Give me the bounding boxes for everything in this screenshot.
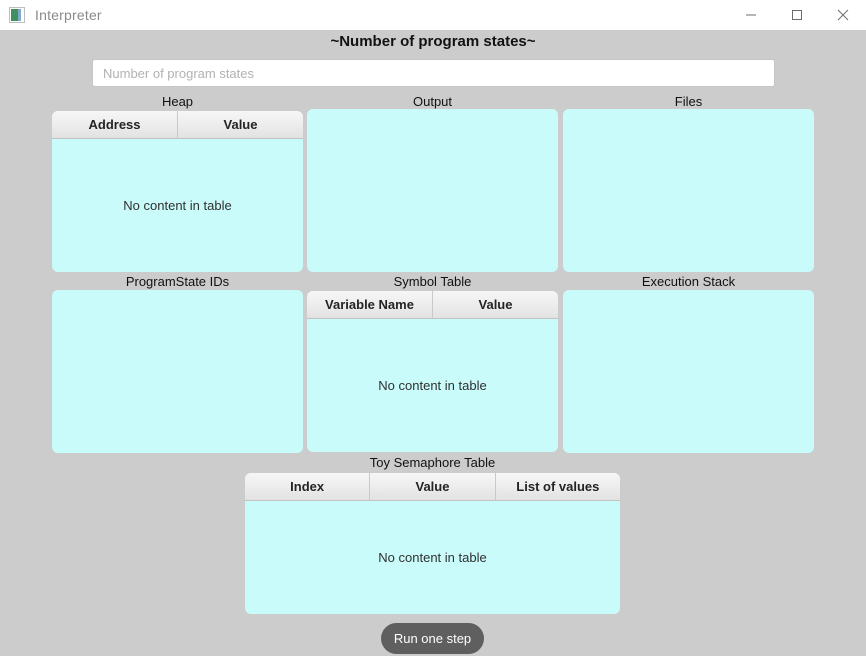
- heap-column-address[interactable]: Address: [52, 111, 178, 139]
- output-panel[interactable]: [307, 109, 558, 272]
- maximize-icon[interactable]: [774, 0, 820, 30]
- number-of-program-states-input[interactable]: [92, 59, 775, 87]
- symbol-table: Variable Name Value No content in table: [307, 291, 558, 452]
- heap-table: Address Value No content in table: [52, 111, 303, 272]
- toy-semaphore-table: Index Value List of values No content in…: [245, 473, 620, 614]
- heap-table-header: Address Value: [52, 111, 303, 139]
- program-state-ids-panel[interactable]: [52, 290, 303, 453]
- toy-semaphore-column-index[interactable]: Index: [245, 473, 371, 501]
- execution-stack-panel[interactable]: [563, 290, 814, 453]
- files-label: Files: [674, 94, 703, 109]
- program-state-ids-label: ProgramState IDs: [125, 274, 230, 289]
- heap-column-value[interactable]: Value: [178, 111, 303, 139]
- symbol-table-header: Variable Name Value: [307, 291, 558, 319]
- window-title: Interpreter: [35, 7, 102, 23]
- window-titlebar: Interpreter: [0, 0, 866, 30]
- toy-semaphore-table-label: Toy Semaphore Table: [369, 455, 496, 470]
- toy-semaphore-table-body: No content in table: [245, 501, 620, 614]
- heap-table-body: No content in table: [52, 139, 303, 272]
- toy-semaphore-empty-message: No content in table: [378, 550, 487, 565]
- toy-semaphore-column-value[interactable]: Value: [370, 473, 496, 501]
- symbol-column-variable-name[interactable]: Variable Name: [307, 291, 433, 319]
- heap-label: Heap: [161, 94, 194, 109]
- symbol-table-empty-message: No content in table: [378, 378, 487, 393]
- files-panel[interactable]: [563, 109, 814, 272]
- symbol-table-body: No content in table: [307, 319, 558, 452]
- symbol-column-value[interactable]: Value: [433, 291, 558, 319]
- symbol-table-label: Symbol Table: [393, 274, 472, 289]
- toy-semaphore-column-list-of-values[interactable]: List of values: [495, 473, 620, 501]
- close-icon[interactable]: [820, 0, 866, 30]
- window-controls: [728, 0, 866, 30]
- output-label: Output: [412, 94, 453, 109]
- toy-semaphore-table-header: Index Value List of values: [245, 473, 620, 501]
- execution-stack-label: Execution Stack: [641, 274, 736, 289]
- app-icon: [9, 7, 25, 23]
- page-title: ~Number of program states~: [330, 33, 536, 50]
- minimize-icon[interactable]: [728, 0, 774, 30]
- heap-empty-message: No content in table: [123, 198, 232, 213]
- run-one-step-button[interactable]: Run one step: [381, 623, 484, 654]
